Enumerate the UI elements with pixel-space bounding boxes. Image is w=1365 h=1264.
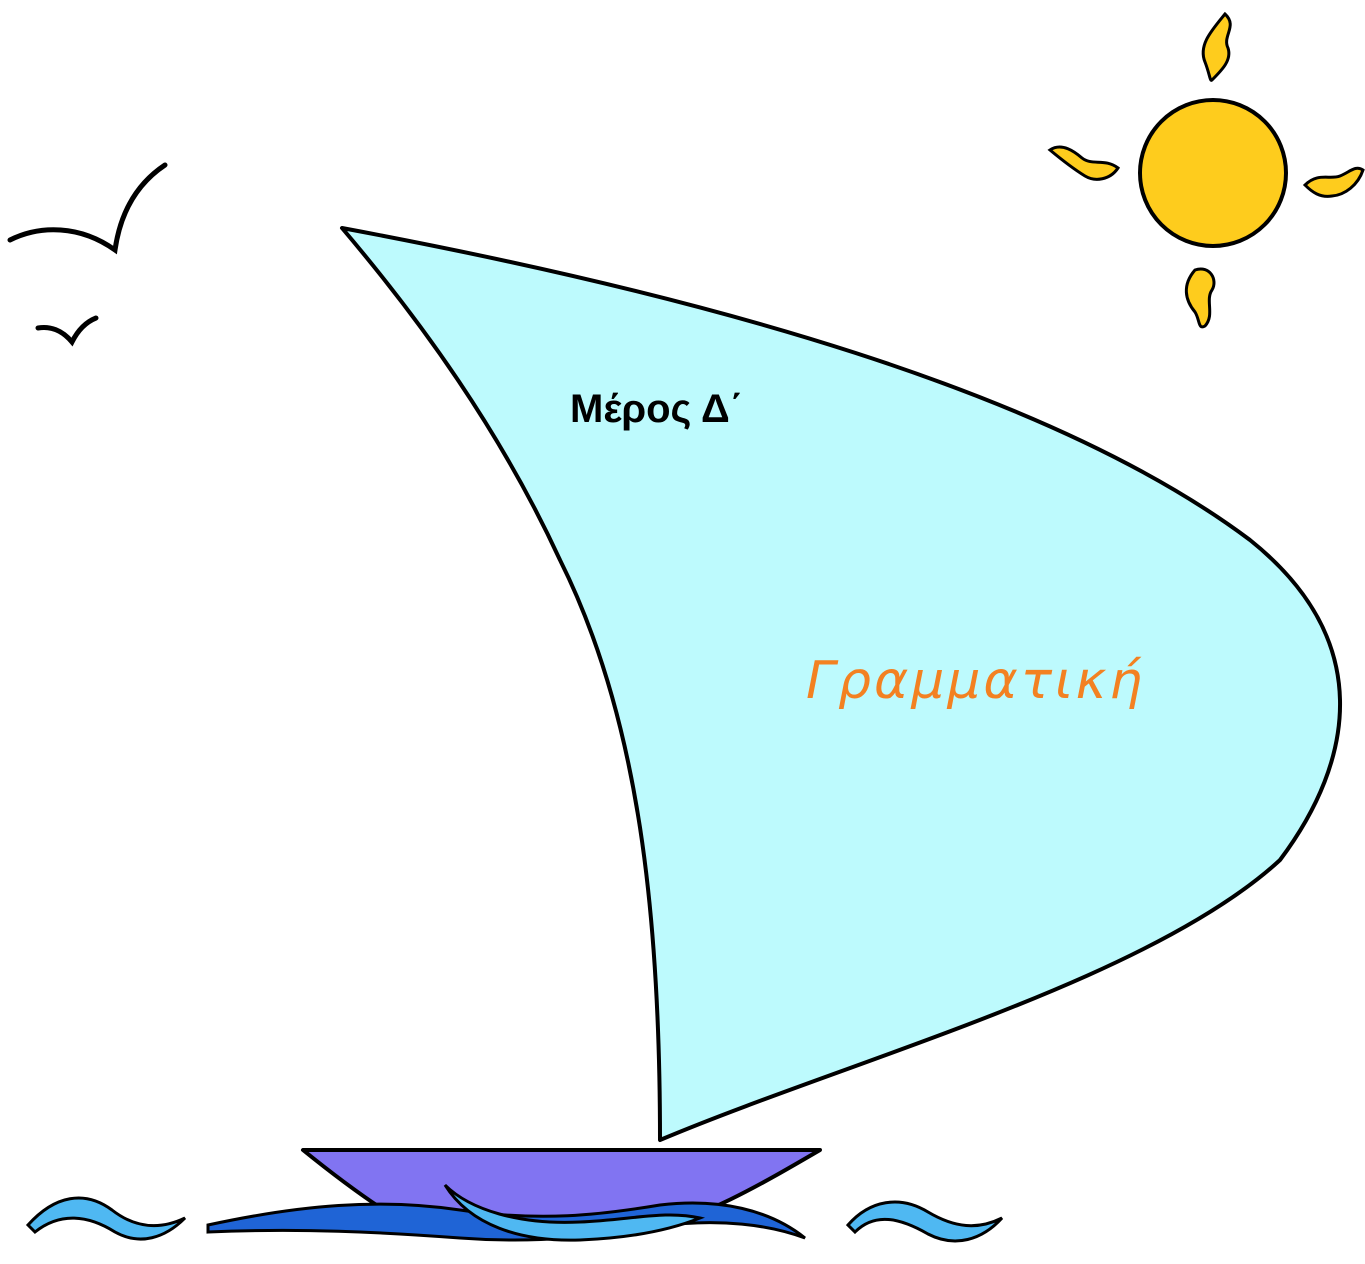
part-label: Μέρος Δ΄	[570, 387, 743, 431]
seagull-small	[35, 315, 99, 347]
sun-ray-right	[1302, 166, 1365, 198]
waves-icon	[25, 1183, 1004, 1243]
seagull-large	[7, 162, 168, 255]
sun-ray-bottom	[1184, 267, 1216, 329]
subject-label: Γραμματική	[806, 651, 1145, 711]
sail	[340, 226, 1343, 1142]
wave-right	[845, 1200, 1004, 1243]
sun-icon	[1047, 11, 1365, 329]
sun-ray-left	[1047, 145, 1121, 181]
sun-disc	[1138, 98, 1288, 248]
seagull-icon	[7, 162, 168, 347]
wave-left	[25, 1196, 187, 1241]
sailboat-icon	[301, 226, 1343, 1234]
sun-ray-top	[1201, 11, 1232, 82]
wave-center-front	[443, 1183, 706, 1242]
